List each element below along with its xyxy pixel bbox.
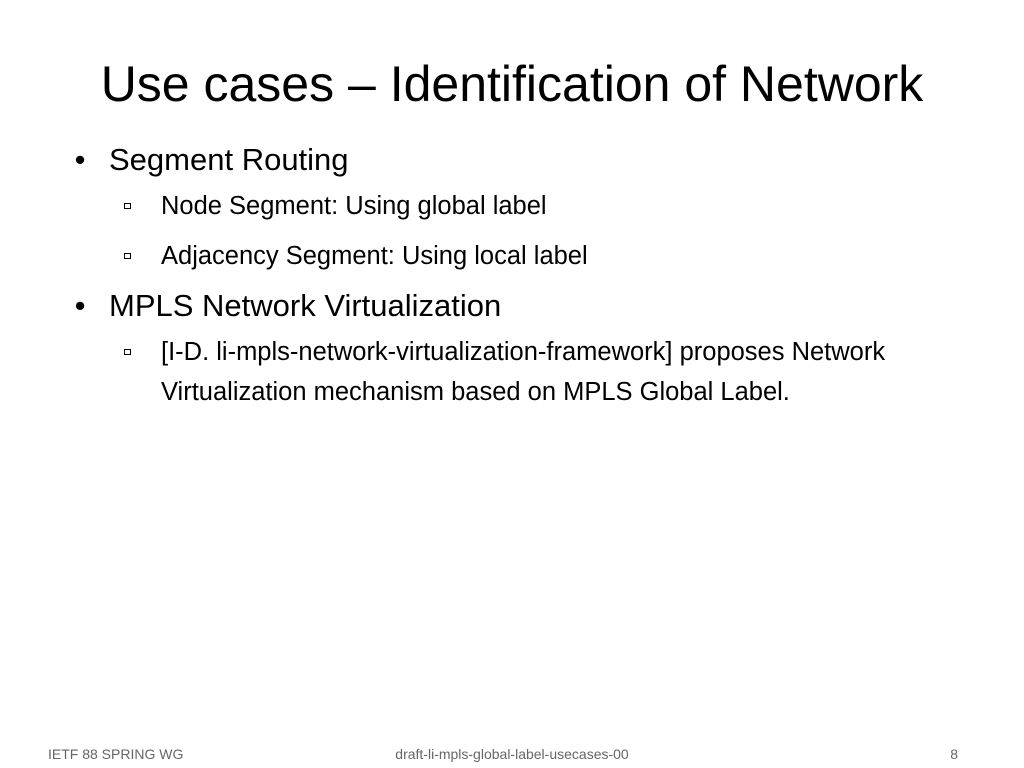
bullet-text: Segment Routing	[109, 142, 349, 177]
sub-bullet-item-adjacency-segment: Adjacency Segment: Using local label	[109, 236, 970, 276]
sub-bullet-list: Node Segment: Using global label Adjacen…	[109, 186, 970, 276]
slide-title: Use cases – Identification of Network	[100, 56, 924, 112]
page-number: 8	[950, 746, 958, 762]
footer-left-text: IETF 88 SPRING WG	[48, 746, 184, 762]
sub-bullet-text: Node Segment: Using global label	[161, 192, 547, 220]
sub-bullet-list: [I-D. li-mpls-network-virtualization-fra…	[109, 332, 970, 412]
bullet-list: • Segment Routing Node Segment: Using gl…	[70, 140, 970, 422]
sub-bullet-item-framework-draft: [I-D. li-mpls-network-virtualization-fra…	[109, 332, 970, 412]
bullet-dot-icon: •	[74, 288, 86, 323]
sub-bullet-item-node-segment: Node Segment: Using global label	[109, 186, 970, 226]
bullet-item-segment-routing: • Segment Routing Node Segment: Using gl…	[70, 140, 970, 276]
small-square-icon	[124, 253, 131, 259]
bullet-text: MPLS Network Virtualization	[109, 288, 502, 323]
footer-center-text: draft-li-mpls-global-label-usecases-00	[395, 746, 629, 762]
sub-bullet-text: [I-D. li-mpls-network-virtualization-fra…	[161, 338, 886, 406]
bullet-dot-icon: •	[74, 142, 86, 177]
small-square-icon	[124, 203, 131, 209]
sub-bullet-text: Adjacency Segment: Using local label	[161, 242, 588, 270]
bullet-item-mpls-network-virtualization: • MPLS Network Virtualization [I-D. li-m…	[70, 286, 970, 412]
small-square-icon	[124, 349, 131, 355]
